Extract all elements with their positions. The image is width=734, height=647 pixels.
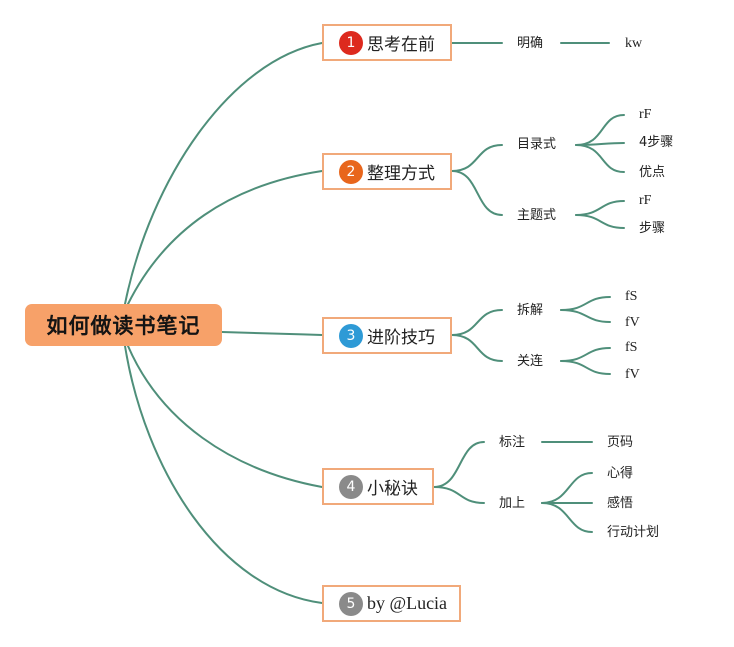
- connector-root-topic4: [127, 345, 323, 488]
- topic-3[interactable]: 3 进阶技巧: [322, 317, 452, 354]
- connector-topic3-sub1-leaf1: [560, 296, 611, 311]
- connector-topic3-sub2: [451, 334, 503, 362]
- connector-topic2-sub1: [451, 144, 503, 172]
- topic-3-sub1-leaf1[interactable]: fS: [625, 289, 638, 304]
- topic-2-sub1-leaf2[interactable]: 4步骤: [639, 135, 674, 150]
- topic-2-sub1-leaf3[interactable]: 优点: [639, 165, 666, 180]
- connector-topic3-sub2-leaf1: [560, 347, 611, 362]
- connector-topic3-sub2-leaf2: [560, 360, 611, 375]
- connector-topic4-sub2-leaf3: [541, 502, 593, 533]
- topic-4-sub2[interactable]: 加上: [499, 496, 526, 511]
- topic-3-sub2-leaf2[interactable]: fV: [625, 367, 640, 382]
- topic-2-sub1[interactable]: 目录式: [517, 137, 557, 152]
- connector-topic2-sub2-leaf1: [575, 200, 625, 216]
- connector-topic4-sub2: [433, 486, 485, 504]
- topic-4-sub1[interactable]: 标注: [499, 435, 526, 450]
- topic-1-leaf[interactable]: kw: [625, 36, 643, 51]
- topic-1-label: 思考在前: [367, 35, 435, 55]
- number-badge-5: 5: [339, 591, 363, 616]
- topic-4[interactable]: 4 小秘诀: [322, 468, 434, 505]
- connector-topic2-sub1-leaf3: [575, 144, 625, 173]
- connector-topic3-sub1-leaf2: [560, 309, 611, 323]
- number-badge-1: 1: [339, 30, 363, 55]
- topic-3-sub2-leaf1[interactable]: fS: [625, 340, 638, 355]
- topic-4-sub2-leaf3[interactable]: 行动计划: [607, 525, 660, 540]
- topic-4-sub2-leaf2[interactable]: 感悟: [607, 496, 634, 511]
- topic-2-sub2[interactable]: 主题式: [517, 208, 557, 223]
- connector-topic2-sub2-leaf2: [575, 214, 625, 229]
- topic-3-sub2[interactable]: 关连: [517, 354, 544, 369]
- number-badge-3: 3: [339, 323, 363, 348]
- topic-3-sub1[interactable]: 拆解: [517, 303, 544, 318]
- number-badge-2: 2: [339, 159, 363, 184]
- connector-topic3-sub1: [451, 309, 503, 336]
- topic-5[interactable]: 5 by @Lucia: [322, 585, 461, 622]
- topic-4-label: 小秘诀: [367, 479, 418, 499]
- root-topic[interactable]: 如何做读书笔记: [25, 304, 222, 346]
- topic-1[interactable]: 1 思考在前: [322, 24, 452, 61]
- connector-root-topic1: [124, 42, 323, 305]
- topic-2-sub1-leaf1[interactable]: rF: [639, 107, 652, 122]
- topic-2-label: 整理方式: [367, 164, 435, 184]
- connector-root-topic3: [221, 331, 323, 336]
- connector-root-topic2: [127, 170, 323, 305]
- topic-3-sub1-leaf2[interactable]: fV: [625, 315, 640, 330]
- connector-topic4-sub2-leaf1: [541, 472, 593, 504]
- topic-2-sub2-leaf2[interactable]: 步骤: [639, 221, 666, 236]
- connector-topic2-sub2: [451, 170, 503, 216]
- connector-topic4-sub1: [433, 441, 485, 488]
- connector-topic2-sub1-leaf1: [575, 114, 625, 146]
- topic-1-sub[interactable]: 明确: [517, 36, 544, 51]
- topic-4-sub2-leaf1[interactable]: 心得: [607, 466, 634, 481]
- topic-3-label: 进阶技巧: [367, 328, 435, 348]
- number-badge-4: 4: [339, 474, 363, 499]
- topic-2[interactable]: 2 整理方式: [322, 153, 452, 190]
- topic-5-label: by @Lucia: [367, 593, 448, 613]
- connector-root-topic5: [124, 345, 323, 604]
- topic-2-sub2-leaf1[interactable]: rF: [639, 193, 652, 208]
- topic-4-sub1-leaf1[interactable]: 页码: [607, 435, 634, 450]
